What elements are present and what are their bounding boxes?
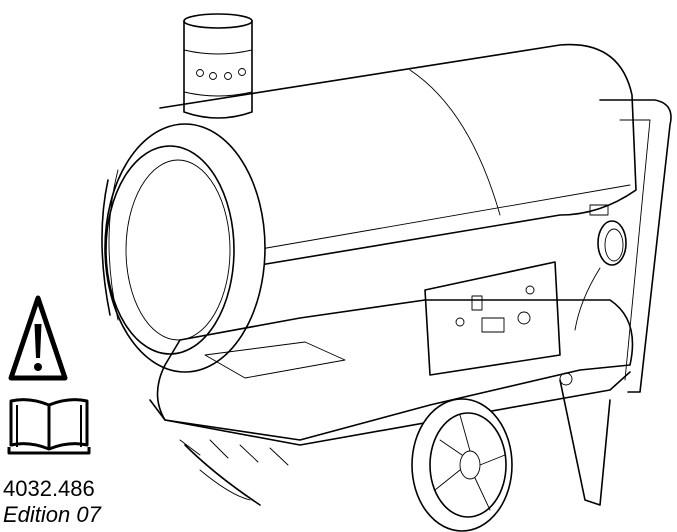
document-edition: Edition 07 <box>3 502 101 527</box>
document-number: 4032.486 <box>3 476 95 501</box>
open-book-manual-icon <box>7 398 91 455</box>
wheels <box>184 398 513 532</box>
warning-triangle-icon <box>8 295 68 381</box>
heater-body <box>159 43 672 393</box>
stand <box>559 372 611 506</box>
fuel-tank <box>149 299 634 466</box>
power-cable <box>574 204 627 331</box>
front-ring <box>101 123 266 373</box>
control-panel <box>424 261 561 376</box>
chimney <box>183 13 253 119</box>
